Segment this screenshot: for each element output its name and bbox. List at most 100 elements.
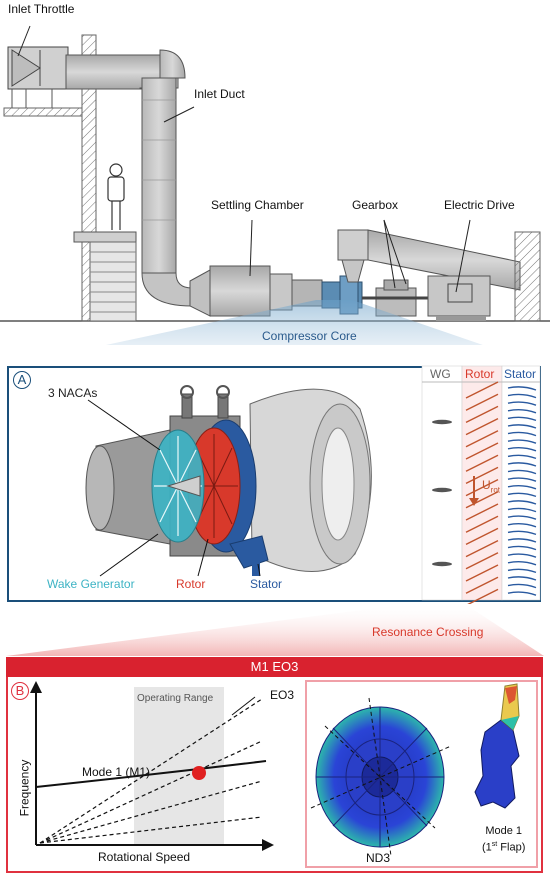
stator-blade-profile [507,416,537,422]
label-nd3: ND3 [366,851,391,865]
stairs [89,241,137,322]
nodal-diameter-2 [310,745,452,809]
rotor-blade-profile [465,405,499,424]
stator-blade-profile [507,469,537,475]
stator-blade-profile [507,484,537,490]
x-axis-label: Rotational Speed [98,850,191,864]
label-electric-drive: Electric Drive [444,198,515,212]
rotor-blade-profile [465,393,499,411]
human-silhouette [107,163,125,230]
stator-blade-profile [507,515,537,520]
panel-a-graphics [85,365,541,604]
stator-blade-profile [507,401,537,406]
stator-blade-profile [507,386,537,391]
electric-drive-unit [427,275,491,317]
rotor-blade-profile [465,381,499,399]
stator-blade-profile [507,591,537,596]
column-header-wg: WG [430,367,451,381]
mode1-line [35,760,267,788]
resonance-fan [6,602,544,656]
rotor-blade-profile [465,466,499,485]
badge-a-text: A [17,372,27,387]
stator-blade-profile [507,545,537,551]
label-3-nacas: 3 NACAs [48,386,98,400]
mode1-shape-line2: (1st Flap) [482,838,525,855]
mode-shape-graphics [310,683,520,857]
stator-blade-profile [507,477,537,482]
stator-blade-profile [507,431,537,437]
label-gearbox: Gearbox [352,198,399,212]
stator-blade-profile [507,408,537,414]
test-rig-schematic [0,25,550,345]
u-symbol: U [482,478,491,492]
label-u-rot: Urot [482,478,500,494]
label-settling-chamber: Settling Chamber [211,198,304,212]
stator-blade-profile [507,424,537,429]
eo-line-1 [39,698,263,844]
badge-b-text: B [15,683,25,698]
stator-blade-profiles [507,386,537,596]
stator-blade-profile [507,522,537,528]
stator-blade-profile [507,530,537,536]
column-header-stator: Stator [504,367,537,381]
campbell-diagram [30,681,274,851]
stator-blade-profile [507,500,537,505]
stator-blade-profile [507,553,537,558]
blade-mode-shape [474,683,520,809]
label-inlet-duct: Inlet Duct [194,87,245,101]
rotor-blade-profile [467,588,499,604]
rotor-blade-profile [465,527,499,546]
wg-profiles [432,419,452,567]
label-mode1-m1: Mode 1 (M1) [82,765,151,779]
label-eo3: EO3 [270,688,295,702]
label-resonance-crossing: Resonance Crossing [372,625,484,639]
y-axis-label: Frequency [17,759,32,817]
stator-blade-profile [507,583,537,589]
eo-line-2 [39,740,263,844]
platform [73,231,137,243]
banner-m1-eo3: M1 EO3 [6,657,543,677]
stator-blade-profile [507,568,537,574]
rotor-blade-profile [465,576,499,594]
mode1-shape-line2-pre: (1 [482,841,492,854]
stator-blade-profile [507,439,537,444]
label-compressor-core: Compressor Core [262,329,357,343]
settling-chamber [209,265,271,317]
stator-blade-profile [507,576,537,581]
eo-line-4 [39,816,263,844]
rotor-blade-profile [465,503,499,521]
stator-blade-profile [507,507,537,513]
label-inlet-throttle: Inlet Throttle [8,2,75,16]
mode1-shape-line2-sup: st [491,841,498,848]
column-header-rotor: Rotor [465,367,495,381]
stator-blade-profile [507,538,537,543]
label-rotor: Rotor [176,577,206,591]
eo-line-3 [39,780,263,844]
badge-b: B [11,682,29,700]
stator-blade-profile [507,393,537,399]
stator-blade-profile [507,462,537,467]
rotor-blade-profile [465,417,499,436]
u-subscript: rot [490,485,501,495]
label-stator: Stator [250,577,283,591]
crossing-point [192,766,206,780]
stator-blade-profile [507,560,537,566]
banner-text: M1 EO3 [250,659,299,674]
rotor-blade-profile [465,478,499,497]
rotor-blade-profile [465,552,499,570]
rotor-blade-profile [465,430,499,448]
nodal-diameter-1 [368,697,392,857]
stator-blade-profile [507,446,537,452]
mode1-shape-line1: Mode 1 [485,825,523,837]
rotor-blade-profile [465,539,499,558]
inlet-duct [141,77,177,274]
stator-blade-profile [507,454,537,460]
rotor-blade-profile [465,454,499,472]
mode1-shape-line2-post: Flap) [497,841,526,854]
label-operating-range: Operating Range [137,693,214,704]
rotor-blade-profiles [465,381,499,604]
badge-a: A [13,371,31,389]
label-mode1-shape: Mode 1 (1st Flap) [482,824,525,855]
rotor-blade-profile [465,564,499,582]
rotor-blade-profile [465,515,499,533]
